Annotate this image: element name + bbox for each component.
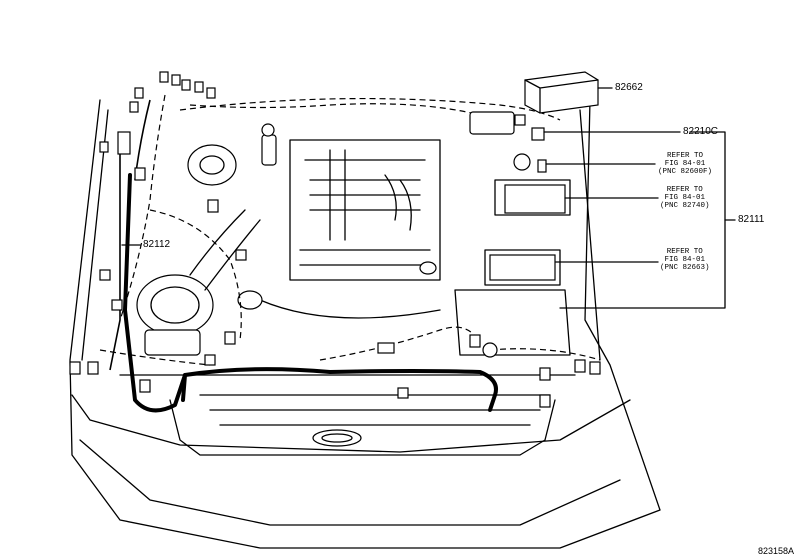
reference-line-3: (PNC 82740) [660, 202, 710, 210]
part-label-82662: 82662 [615, 82, 643, 93]
fuse-block [524, 71, 599, 114]
leader-lines [121, 87, 736, 309]
battery-area [454, 127, 571, 356]
catalog-code: 823158A [758, 546, 795, 556]
reference-callout-82663: REFER TO FIG 84-01 (PNC 82663) [660, 248, 710, 272]
reference-line-2: FIG 84-01 [664, 256, 706, 264]
reference-callout-82600f: REFER TO FIG 84-01 (PNC 82600F) [658, 152, 712, 176]
part-label-82210c: 82210C [683, 126, 719, 137]
reference-line-2: FIG 84-01 [664, 194, 706, 202]
reference-callout-82740: REFER TO FIG 84-01 (PNC 82740) [660, 186, 710, 210]
main-harness [123, 173, 498, 413]
air-cleaner [136, 209, 261, 356]
reference-line-1: REFER TO [666, 248, 703, 256]
brake-master-cylinder [187, 123, 277, 186]
reference-line-2: FIG 84-01 [664, 160, 706, 168]
part-label-82111: 82111 [738, 214, 765, 225]
reference-line-1: REFER TO [666, 186, 703, 194]
part-label-82112: 82112 [143, 239, 171, 250]
engine-block [237, 139, 441, 319]
reference-line-3: (PNC 82600F) [658, 168, 713, 176]
connectors [69, 71, 601, 408]
reference-line-1: REFER TO [667, 152, 704, 160]
front-grille [169, 394, 556, 456]
reference-line-3: (PNC 82663) [660, 264, 710, 272]
